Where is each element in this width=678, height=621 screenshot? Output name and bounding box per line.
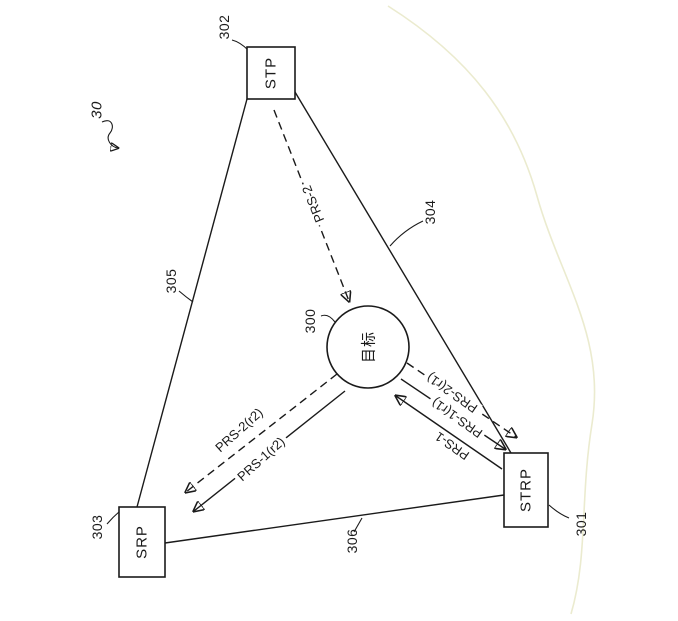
signal-prs2r2-arrow (186, 373, 338, 492)
ref-302: 302 (216, 14, 232, 40)
target-circle (326, 305, 410, 389)
leader-300 (320, 314, 336, 323)
link-stp-strp (294, 91, 512, 454)
srp-box (118, 506, 166, 578)
srp-label: SRP (133, 525, 151, 559)
leader-302 (231, 39, 249, 51)
target-label: 目标 (360, 330, 378, 364)
ref-300: 300 (302, 308, 318, 334)
figure-ref-30: 30 (88, 101, 106, 119)
strp-box (503, 452, 549, 528)
ref-303: 303 (89, 514, 105, 540)
leader-306 (353, 517, 363, 533)
strp-label: STRP (517, 467, 535, 513)
ref-304: 304 (422, 199, 438, 225)
signal-prs2-arrow (273, 109, 349, 301)
leader-301 (548, 504, 570, 519)
link-srp-strp (164, 494, 505, 544)
leader-305 (178, 290, 194, 303)
leader-303 (106, 510, 121, 525)
ref-301: 301 (573, 511, 589, 537)
squiggle-30-arrow (101, 120, 118, 148)
scan-artifact-curve (387, 5, 596, 615)
leader-304 (389, 220, 424, 247)
ref-306: 306 (344, 528, 360, 554)
ref-305: 305 (163, 268, 179, 294)
stp-label: STP (262, 56, 280, 90)
stp-box (246, 46, 296, 100)
link-stp-srp (136, 98, 248, 508)
signal-prs1-arrow (396, 396, 503, 470)
